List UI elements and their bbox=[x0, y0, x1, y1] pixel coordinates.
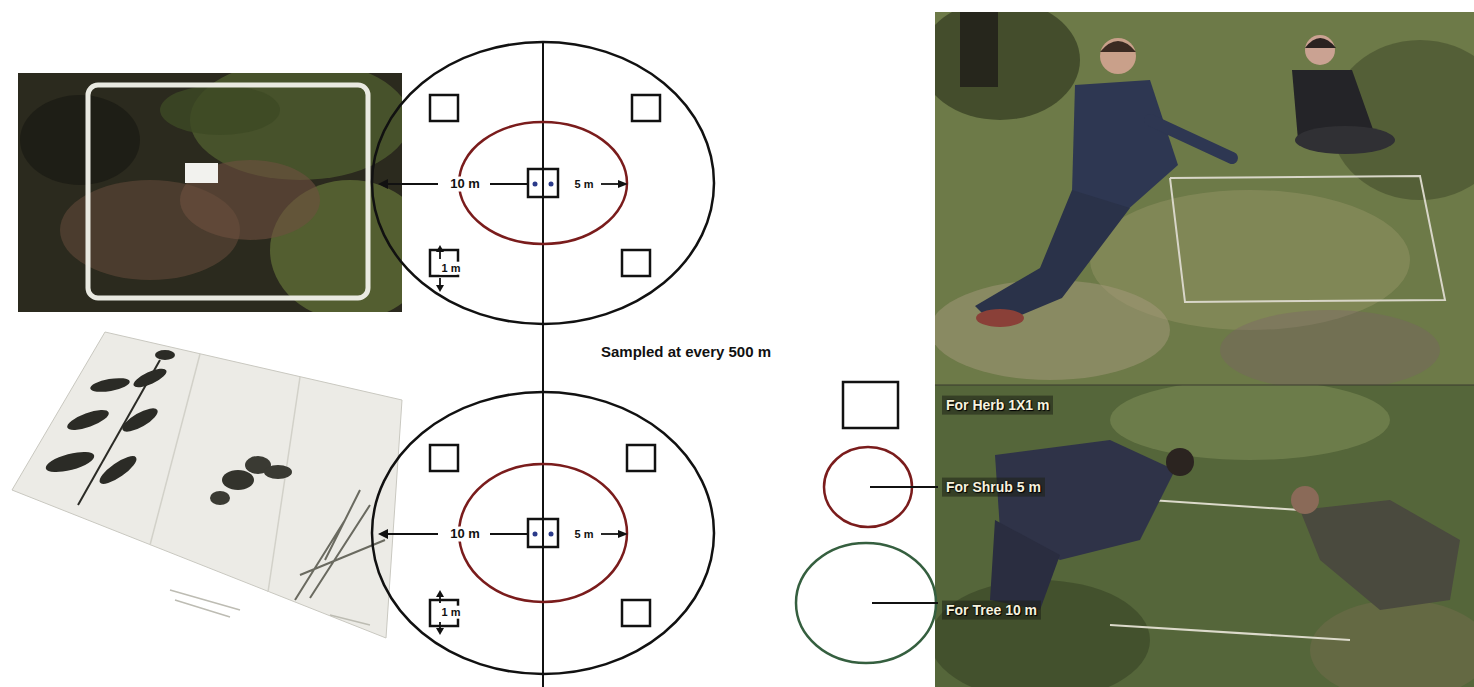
dimension-label: 10 m bbox=[448, 177, 482, 192]
photo-divider bbox=[935, 385, 1474, 386]
dimension-line bbox=[386, 533, 438, 535]
person-head bbox=[1305, 35, 1335, 65]
arrow-head bbox=[378, 529, 388, 539]
arrow-head bbox=[618, 180, 628, 188]
arrow-head bbox=[436, 590, 444, 597]
note-text: Sampled at every 500 m bbox=[599, 343, 773, 360]
measuring-tape bbox=[1150, 500, 1300, 510]
herb-quadrat bbox=[430, 95, 458, 121]
arrow-head bbox=[618, 530, 628, 538]
measuring-tape bbox=[1170, 176, 1445, 302]
person-legs bbox=[990, 520, 1060, 610]
person-hair bbox=[1100, 41, 1136, 52]
specimen-leaf bbox=[131, 365, 169, 391]
dimension-line bbox=[601, 533, 620, 535]
sheet-note-lines bbox=[170, 590, 370, 625]
quadrat-photo bbox=[18, 73, 402, 312]
legend-text: For Herb 1X1 m bbox=[942, 396, 1053, 415]
center-quadrat bbox=[528, 169, 558, 197]
field-photo bbox=[935, 385, 1474, 687]
light-patch bbox=[1220, 310, 1440, 385]
dimension-label: 10 m bbox=[448, 527, 482, 542]
center-dots bbox=[533, 182, 554, 537]
shadow-patch bbox=[935, 12, 1080, 120]
light-patch bbox=[1110, 385, 1390, 460]
specimen-leaf bbox=[44, 448, 96, 476]
specimen-leaf bbox=[89, 376, 130, 395]
measuring-tape bbox=[1110, 625, 1350, 640]
specimen-cluster bbox=[264, 465, 292, 479]
person-arm bbox=[1150, 120, 1232, 158]
dimension-label: 5 m bbox=[573, 178, 596, 191]
person-legs bbox=[975, 190, 1130, 326]
dimension-line bbox=[439, 251, 441, 259]
herb-sample bbox=[843, 382, 898, 428]
shrub-plot-circle bbox=[459, 464, 627, 602]
specimen-cluster bbox=[210, 491, 230, 505]
legend-samples bbox=[796, 382, 938, 663]
legend-text: For Shrub 5 m bbox=[942, 478, 1045, 497]
center-dot bbox=[533, 182, 538, 187]
person-hair bbox=[1305, 38, 1336, 48]
dimension-label: 1 m bbox=[440, 606, 463, 619]
dimension-label: 5 m bbox=[573, 528, 596, 541]
radius-line bbox=[872, 602, 938, 604]
dimension-line bbox=[386, 183, 438, 185]
herb-quadrat bbox=[632, 95, 660, 121]
specimen-leaf bbox=[65, 406, 111, 434]
arrow-head bbox=[436, 285, 444, 292]
arrow-head bbox=[378, 179, 388, 189]
tree-plot-circle bbox=[372, 392, 714, 674]
tree-trunk bbox=[960, 12, 998, 87]
center-quadrat bbox=[528, 519, 558, 547]
tree-plot-circle bbox=[372, 42, 714, 324]
arrow-head bbox=[436, 245, 444, 252]
person-body bbox=[1072, 80, 1178, 212]
field-photo bbox=[935, 12, 1474, 385]
person-head bbox=[1291, 486, 1319, 514]
dimension-line bbox=[490, 533, 527, 535]
dimension-line bbox=[601, 183, 620, 185]
herbarium-sheet bbox=[12, 332, 402, 638]
radius-line bbox=[870, 486, 938, 488]
specimen-leaf bbox=[96, 452, 140, 489]
dimension-line bbox=[490, 183, 527, 185]
transect-line bbox=[542, 42, 544, 687]
quadrat-frame bbox=[88, 85, 368, 298]
herb-quadrat bbox=[622, 600, 650, 626]
dimension-label: 1 m bbox=[440, 262, 463, 275]
dimension-line bbox=[439, 278, 441, 286]
arrow-head bbox=[436, 628, 444, 635]
specimen-leaf bbox=[155, 350, 175, 360]
sheet-edge bbox=[150, 354, 200, 545]
legend-text: For Tree 10 m bbox=[942, 601, 1041, 620]
person-head bbox=[1100, 38, 1136, 74]
herb-quadrat bbox=[622, 250, 650, 276]
herbarium-photo bbox=[12, 332, 402, 638]
soil-patch bbox=[180, 160, 320, 240]
sheet-edge bbox=[268, 377, 300, 592]
grass-patch bbox=[160, 85, 280, 135]
center-dot bbox=[533, 532, 538, 537]
dimension-line bbox=[439, 596, 441, 603]
center-dot bbox=[549, 532, 554, 537]
plot-tag bbox=[185, 163, 218, 183]
shadow-patch bbox=[20, 95, 140, 185]
person-head bbox=[1166, 448, 1194, 476]
specimen-cluster bbox=[222, 470, 254, 490]
plot-layout bbox=[372, 42, 714, 687]
person-shoe bbox=[976, 309, 1024, 327]
shrub-plot-circle bbox=[459, 122, 627, 244]
herb-quadrat bbox=[627, 445, 655, 471]
specimen-leaf bbox=[119, 404, 161, 436]
dimension-line bbox=[439, 622, 441, 629]
herb-quadrat bbox=[430, 445, 458, 471]
person-body bbox=[1300, 500, 1460, 610]
center-dot bbox=[549, 182, 554, 187]
dimension-arrows bbox=[378, 179, 628, 635]
person-legs bbox=[1295, 126, 1395, 154]
light-patch bbox=[1310, 600, 1474, 687]
